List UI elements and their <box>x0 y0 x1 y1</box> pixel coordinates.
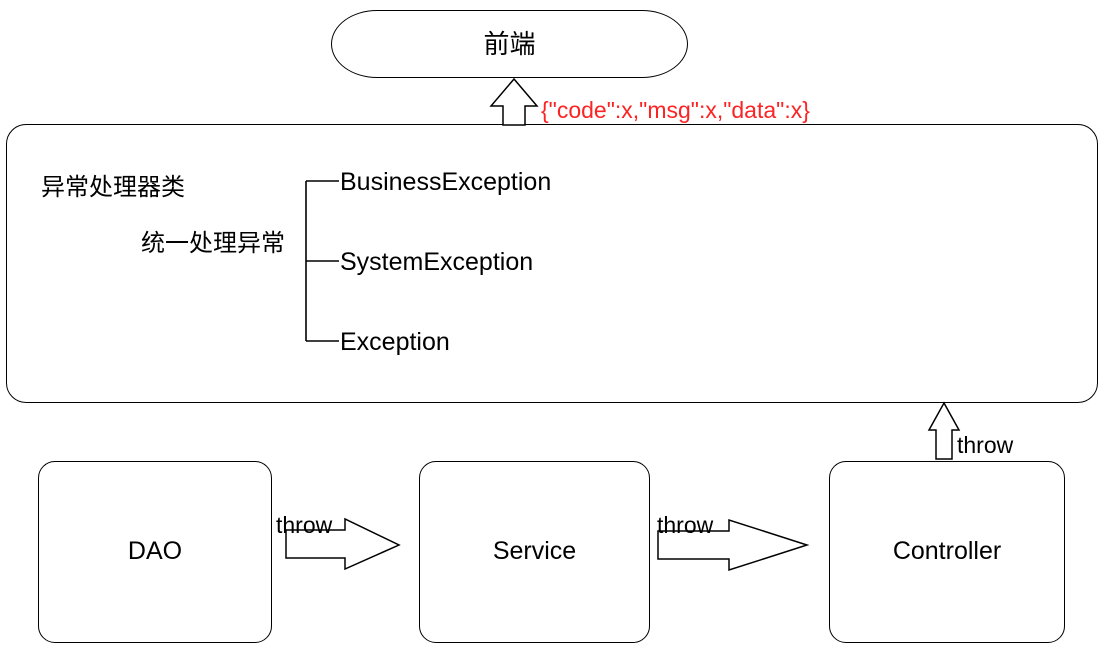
controller-node-label: Controller <box>892 537 1002 566</box>
service-node[interactable]: Service <box>419 461 650 643</box>
edge-label-throw-dao-service: throw <box>276 512 333 538</box>
exception-handler-title: 异常处理器类 <box>41 174 185 201</box>
exception-item: SystemException <box>340 248 534 276</box>
dao-node-label: DAO <box>127 537 183 566</box>
exception-item: BusinessException <box>340 168 552 196</box>
dao-node[interactable]: DAO <box>38 461 272 643</box>
service-node-label: Service <box>492 537 577 566</box>
edge-label-throw-controller-handler: throw <box>957 432 1014 458</box>
edge-label-throw-service-controller: throw <box>657 512 714 538</box>
arrow-up-throw-to-handler-icon <box>927 401 961 460</box>
exception-item: Exception <box>340 328 450 356</box>
frontend-node[interactable]: 前端 <box>331 10 688 78</box>
response-format-annotation: {"code":x,"msg":x,"data":x} <box>541 97 810 123</box>
controller-node[interactable]: Controller <box>829 461 1065 643</box>
frontend-node-label: 前端 <box>483 28 536 59</box>
arrow-up-to-frontend-icon <box>489 77 539 126</box>
exception-handler-subtitle: 统一处理异常 <box>141 230 285 257</box>
exception-handler-node[interactable]: 异常处理器类 统一处理异常 BusinessException SystemEx… <box>6 124 1098 403</box>
